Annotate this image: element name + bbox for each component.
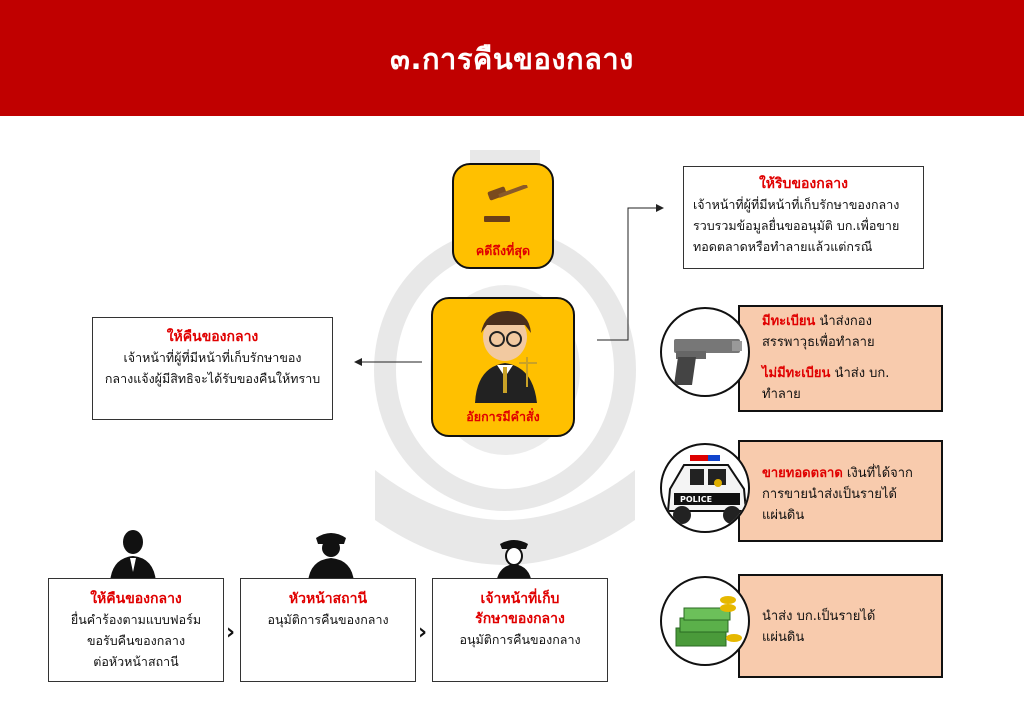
step-chief-box: หัวหน้าสถานี อนุมัติการคืนของกลาง xyxy=(240,578,416,682)
gun-registered-text: มีทะเบียน นำส่งกอง สรรพาวุธเพื่อทำลาย xyxy=(762,311,940,353)
money-stack-icon xyxy=(675,596,742,647)
return-evidence-title: ให้คืนของกลาง xyxy=(166,329,259,345)
chevron-right-icon: › xyxy=(226,620,236,645)
seize-evidence-title: ให้ริบของกลาง xyxy=(758,176,849,192)
station-chief-icon xyxy=(308,533,354,582)
car-outcome-text: ขายทอดตลาด เงินที่ได้จาก การขายนำส่งเป็น… xyxy=(762,463,940,526)
return-evidence-line-2: กลางแจ้งผู้มีสิทธิจะได้รับของคืนให้ทราบ xyxy=(104,371,321,386)
prosecutor-label: อัยการมีคำสั่ง xyxy=(466,409,540,424)
step-request-box: ให้คืนของกลาง ยื่นคำร้องตามแบบฟอร์ม ขอรั… xyxy=(48,578,224,682)
auction-text-1: เงินที่ได้จาก xyxy=(842,466,913,481)
step-custodian-title-1: เจ้าหน้าที่เก็บ xyxy=(480,591,560,607)
car-circle: POLICE xyxy=(660,443,750,533)
seize-evidence-line-2: รวบรวมข้อมูลยื่นขออนุมัติ บก.เพื่อขาย xyxy=(693,218,900,233)
unregistered-text-1: นำส่ง บก. xyxy=(830,366,890,381)
gavel-icon xyxy=(484,185,528,222)
step-request-line-1: ยื่นคำร้องตามแบบฟอร์ม xyxy=(70,612,202,627)
unregistered-label: ไม่มีทะเบียน xyxy=(762,366,831,381)
step-chief-title: หัวหน้าสถานี xyxy=(288,591,368,607)
final-case-box: คดีถึงที่สุด xyxy=(452,163,554,269)
step-chief-line-1: อนุมัติการคืนของกลาง xyxy=(267,612,389,627)
step-request-title: ให้คืนของกลาง xyxy=(90,591,182,607)
money-outcome-text: นำส่ง บก.เป็นรายได้ แผ่นดิน xyxy=(762,606,940,648)
step-request-line-2: ขอรับคืนของกลาง xyxy=(86,633,186,648)
seize-evidence-box: ให้ริบของกลาง เจ้าหน้าที่ผู้ที่มีหน้าที่… xyxy=(683,166,924,269)
money-circle xyxy=(660,576,750,666)
money-text-1: นำส่ง บก.เป็นรายได้ xyxy=(762,609,876,624)
auction-text-2: การขายนำส่งเป็นรายได้ xyxy=(762,487,897,502)
money-text-2: แผ่นดิน xyxy=(762,630,805,645)
auction-text-3: แผ่นดิน xyxy=(762,508,805,523)
final-case-label: คดีถึงที่สุด xyxy=(475,243,531,258)
registered-text-2: สรรพาวุธเพื่อทำลาย xyxy=(762,335,875,350)
step-custodian-box: เจ้าหน้าที่เก็บ รักษาของกลาง อนุมัติการค… xyxy=(432,578,608,682)
page-title: ๓.การคืนของกลาง xyxy=(390,42,634,76)
custodian-officer-icon xyxy=(496,540,532,584)
pistol-icon xyxy=(674,339,742,385)
step-request-line-3: ต่อหัวหน้าสถานี xyxy=(93,654,179,669)
car-outcome-box xyxy=(738,440,943,542)
prosecutor-avatar-icon xyxy=(475,311,537,403)
gun-circle xyxy=(660,307,750,397)
seize-evidence-line-3: ทอดตลาดหรือทำลายแล้วแต่กรณี xyxy=(693,239,873,254)
step-custodian-title-2: รักษาของกลาง xyxy=(475,611,565,627)
money-outcome-box xyxy=(738,574,943,678)
gun-unregistered-text: ไม่มีทะเบียน นำส่ง บก. ทำลาย xyxy=(762,363,940,405)
return-evidence-box: ให้คืนของกลาง เจ้าหน้าที่ผู้ที่มีหน้าที่… xyxy=(92,317,333,420)
step-custodian-line-1: อนุมัติการคืนของกลาง xyxy=(459,632,581,647)
police-car-icon: POLICE xyxy=(666,455,748,524)
registered-label: มีทะเบียน xyxy=(762,314,816,329)
auction-label: ขายทอดตลาด xyxy=(762,466,843,481)
seize-evidence-line-1: เจ้าหน้าที่ผู้ที่มีหน้าที่เก็บรักษาของกล… xyxy=(693,197,900,212)
return-evidence-line-1: เจ้าหน้าที่ผู้ที่มีหน้าที่เก็บรักษาของ xyxy=(123,350,302,365)
unregistered-text-2: ทำลาย xyxy=(762,387,801,402)
header-banner: ๓.การคืนของกลาง xyxy=(0,0,1024,116)
police-car-label: POLICE xyxy=(680,495,712,504)
citizen-icon xyxy=(110,530,156,582)
registered-text-1: นำส่งกอง xyxy=(815,314,872,329)
chevron-right-icon: › xyxy=(418,620,428,645)
prosecutor-box: อัยการมีคำสั่ง xyxy=(431,297,575,437)
